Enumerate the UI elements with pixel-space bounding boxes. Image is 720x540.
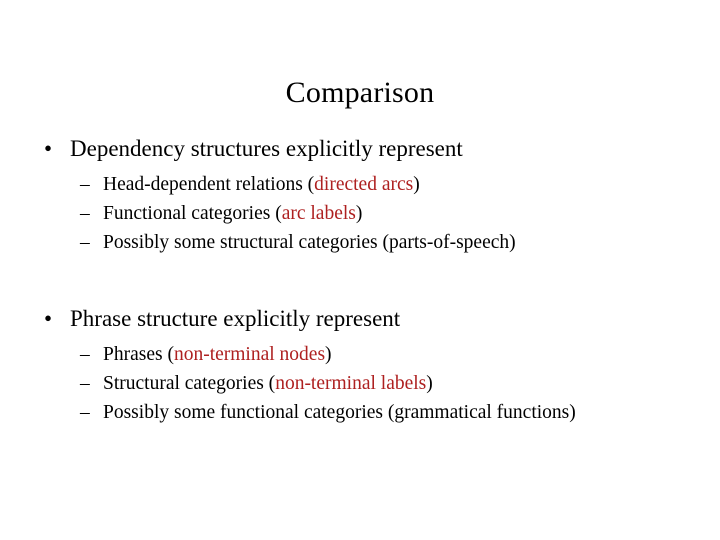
bullet-level2-2-1: – Phrases (non-terminal nodes): [0, 340, 720, 369]
text-highlight: arc labels: [281, 203, 356, 224]
text-highlight: directed arcs: [314, 174, 414, 195]
text-post: ): [355, 203, 363, 224]
bullet-level2-2-2: – Structural categories (non-terminal la…: [0, 369, 720, 398]
bullet-level2-1-2: – Functional categories (arc labels): [0, 199, 720, 228]
bullet-level2-1-3: – Possibly some structural categories (p…: [0, 228, 720, 257]
bullet-dash-icon: –: [80, 373, 90, 394]
bullet-level1-label: Phrase structure explicitly represent: [70, 306, 401, 331]
bullet-dash-icon: –: [80, 344, 90, 365]
text-post: ): [325, 344, 332, 365]
bullet-level2-label: Head-dependent relations (directed arcs): [103, 170, 615, 199]
bullet-level2-label: Functional categories (arc labels): [103, 199, 615, 228]
text-pre: Possibly some functional categories (gra…: [103, 402, 576, 423]
bullet-dot-icon: •: [44, 306, 53, 331]
bullet-level2-label: Phrases (non-terminal nodes): [103, 340, 615, 369]
bullet-dash-icon: –: [80, 174, 90, 195]
text-pre: Functional categories (: [103, 203, 282, 224]
text-highlight: non-terminal labels: [275, 373, 427, 394]
bullet-group-2: • Phrase structure explicitly represent …: [0, 303, 720, 427]
bullet-level2-2-3: – Possibly some functional categories (g…: [0, 398, 720, 427]
bullet-level1-label: Dependency structures explicitly represe…: [70, 136, 463, 161]
bullet-dash-icon: –: [80, 232, 90, 253]
bullet-level2-label: Possibly some structural categories (par…: [103, 228, 615, 257]
slide-body: • Dependency structures explicitly repre…: [0, 133, 720, 427]
text-pre: Structural categories (: [103, 373, 276, 394]
bullet-level1-1: • Dependency structures explicitly repre…: [0, 133, 720, 164]
text-pre: Head-dependent relations (: [103, 174, 315, 195]
text-highlight: non-terminal nodes: [173, 344, 326, 365]
page-title: Comparison: [285, 76, 435, 109]
text-post: ): [426, 373, 433, 394]
bullet-level2-label: Possibly some functional categories (gra…: [103, 398, 615, 427]
bullet-level2-label: Structural categories (non-terminal labe…: [103, 369, 615, 398]
text-post: ): [413, 174, 420, 195]
bullet-dot-icon: •: [44, 136, 53, 161]
sublist-1: – Head-dependent relations (directed arc…: [0, 170, 720, 257]
sublist-2: – Phrases (non-terminal nodes) – Structu…: [0, 340, 720, 427]
bullet-dash-icon: –: [80, 402, 90, 423]
text-pre: Phrases (: [103, 344, 174, 365]
text-pre: Possibly some structural categories (par…: [103, 232, 516, 253]
bullet-group-1: • Dependency structures explicitly repre…: [0, 133, 720, 257]
bullet-dash-icon: –: [80, 203, 90, 224]
bullet-level2-1-1: – Head-dependent relations (directed arc…: [0, 170, 720, 199]
bullet-level1-2: • Phrase structure explicitly represent: [0, 303, 720, 334]
